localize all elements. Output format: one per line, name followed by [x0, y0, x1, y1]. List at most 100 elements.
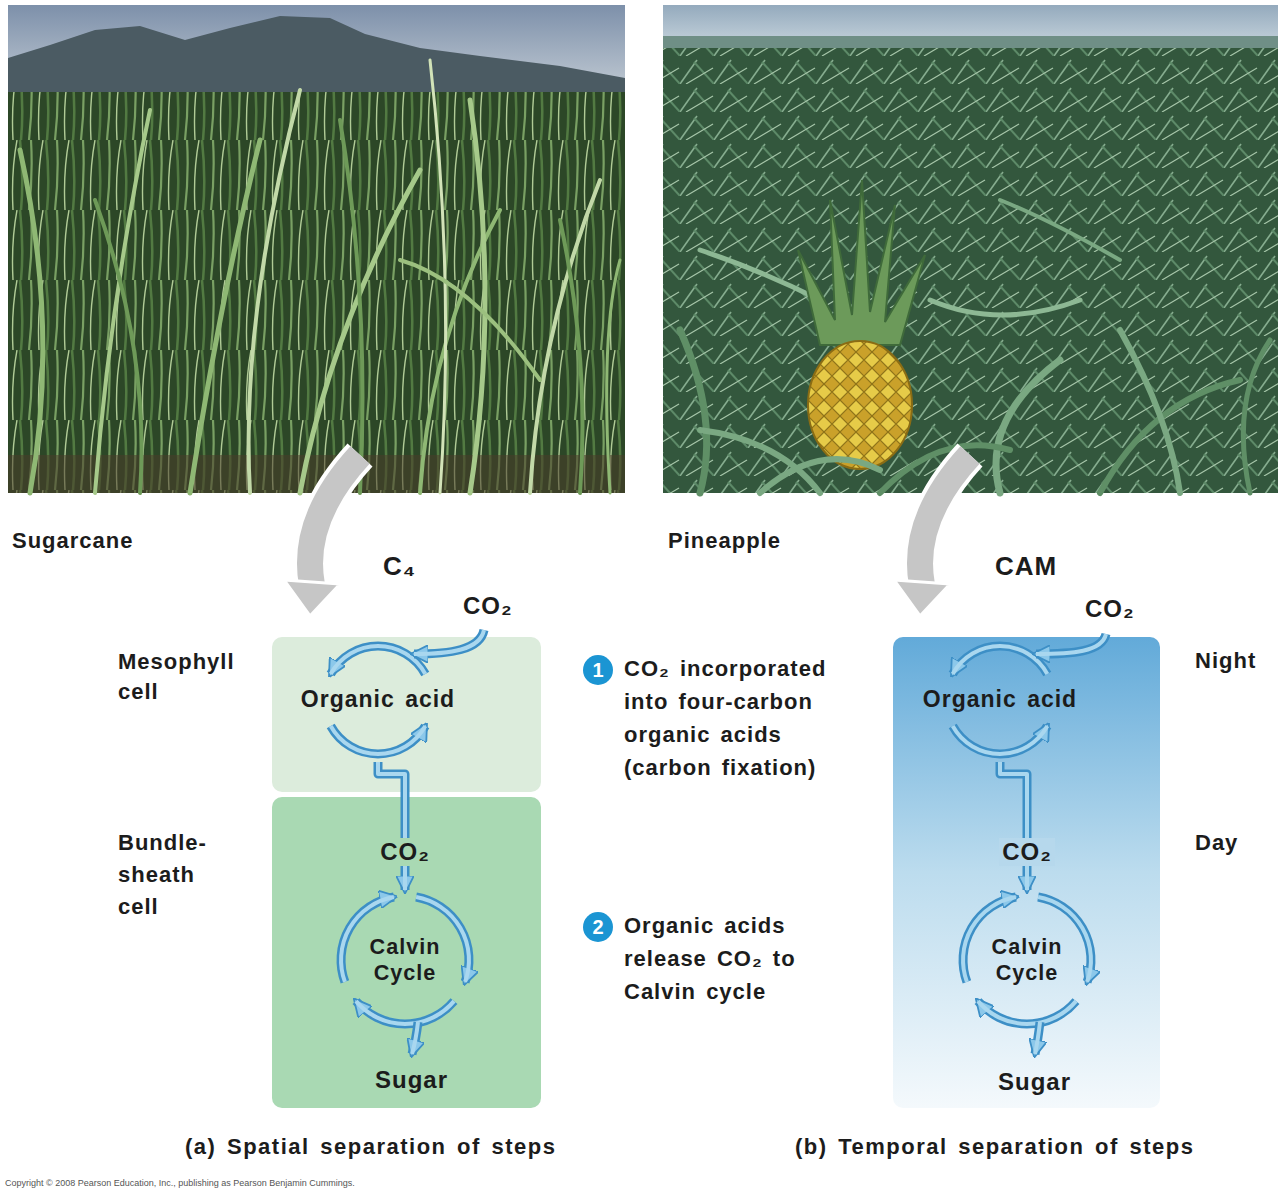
pointer-arrow: [284, 455, 970, 616]
cycle-arrow: [331, 646, 426, 674]
connector-arrow: [1000, 762, 1027, 890]
pointer-arrow: [920, 455, 970, 585]
cell-label: Mesophyll cell: [118, 647, 248, 706]
co2-inflow-arrow: [414, 630, 484, 654]
sugarcane-photo: [420, 210, 500, 493]
pointer-arrow: [920, 455, 970, 585]
connector-arrow: [378, 762, 405, 890]
cycle-arrow: [356, 1001, 454, 1024]
callout-number: 1: [592, 660, 603, 680]
co2-inflow-arrow: [414, 630, 1106, 654]
mesophyll-band: Mesophyll cellOrganic acid: [272, 637, 541, 792]
plant-name: Sugarcane: [12, 528, 134, 554]
cycle-arrow: [356, 1001, 454, 1024]
connector-line: [1000, 762, 1027, 890]
sugar-outflow-arrow: [412, 1022, 418, 1054]
sugar-outflow-arrow: [412, 1022, 418, 1054]
sugarcane-photo: [249, 90, 300, 493]
pineapple-photo: [663, 5, 1278, 493]
photo-illustration: [0, 0, 1287, 620]
pineapple-photo: [798, 180, 925, 345]
copyright-note: Copyright © 2008 Pearson Education, Inc.…: [5, 1178, 355, 1189]
sugarcane-photo: [95, 200, 142, 493]
co2-inflow-arrow: [414, 630, 484, 654]
sugarcane-photo: [340, 120, 363, 493]
pineapple-photo: [808, 341, 912, 469]
cycle-ring: Calvin Cycle: [335, 890, 475, 1030]
cycle-label: Calvin Cycle: [355, 934, 455, 986]
pointer-arrow: [894, 580, 950, 616]
pointer-arrow: [310, 455, 360, 585]
cycle-label: Organic acid: [301, 686, 455, 714]
cell-label: Bundle-sheath cell: [118, 827, 218, 923]
cam-panel: NightDayOrganic acidCalvin Cycle: [893, 637, 1160, 1108]
time-label: Night: [1195, 648, 1256, 674]
pineapple-photo: [996, 360, 1060, 493]
pathway-title: CAM: [995, 551, 1057, 582]
co2-inflow-arrow: [1036, 634, 1106, 654]
pineapple-photo: [1120, 330, 1180, 493]
cycle-arrow: [953, 726, 1048, 754]
pineapple-photo: [663, 36, 1278, 50]
callout-circle: 1CO₂ incorporated into four-carbon organ…: [583, 655, 613, 685]
pineapple-photo: [1243, 340, 1270, 493]
sugarcane-photo: [8, 5, 625, 493]
cycle-arrow: [978, 1001, 1076, 1024]
connector-line: [378, 762, 405, 890]
step-description: Organic acids release CO₂ to Calvin cycl…: [624, 909, 864, 1008]
cycle-label: Calvin Cycle: [977, 934, 1077, 986]
connector-line: [1000, 762, 1027, 890]
cycle-arrow: [978, 1001, 1076, 1024]
edge-label: CO₂: [999, 838, 1055, 867]
step-description: CO₂ incorporated into four-carbon organi…: [624, 652, 864, 784]
cycle-ring: Calvin Cycle: [957, 890, 1097, 1030]
molecule-label: CO₂: [463, 592, 513, 621]
cycle-arrow: [953, 646, 1048, 674]
pineapple-photo: [680, 330, 707, 493]
pineapple-photo: [1000, 200, 1120, 260]
sugarcane-photo: [560, 220, 583, 493]
pointer-arrow: [310, 455, 360, 585]
pineapple-photo: [680, 200, 1270, 493]
cycle-arrow: [953, 726, 1048, 754]
pineapple-photo: [663, 5, 1278, 493]
time-label: Day: [1195, 830, 1238, 856]
cycle-arrow: [331, 726, 426, 754]
sugar-outflow-arrow: [412, 1022, 1040, 1054]
product-label: Sugar: [375, 1066, 448, 1095]
molecule-label: CO₂: [1085, 595, 1135, 624]
co2-inflow-arrow: [1036, 634, 1106, 654]
cycle-arrow: [331, 726, 426, 754]
cycle-arrow: [331, 646, 426, 674]
panel-caption: (a) Spatial separation of steps: [185, 1134, 556, 1160]
sugar-outflow-arrow: [1035, 1022, 1040, 1054]
sugarcane-photo: [400, 260, 540, 380]
product-label: Sugar: [998, 1068, 1071, 1097]
sugarcane-photo: [607, 260, 620, 493]
sugarcane-photo: [8, 92, 625, 493]
sugarcane-photo: [20, 150, 43, 493]
sugarcane-photo: [20, 60, 620, 493]
panel-caption: (b) Temporal separation of steps: [795, 1134, 1194, 1160]
pointer-arrow: [284, 580, 340, 616]
pineapple-photo: [760, 459, 880, 493]
cycle-ring: Organic acid: [278, 638, 478, 762]
cycle-ring: Organic acid: [900, 638, 1100, 762]
edge-label: CO₂: [377, 838, 433, 867]
sugarcane-photo: [530, 180, 600, 493]
sugarcane-photo: [470, 100, 485, 493]
plant-name: Pineapple: [668, 528, 781, 554]
pineapple-photo: [930, 300, 1080, 315]
sugarcane-photo: [95, 110, 150, 493]
pineapple-photo: [700, 430, 820, 493]
connector-line: [378, 762, 405, 890]
sugarcane-photo: [8, 5, 625, 493]
callout-number: 2: [592, 917, 603, 937]
cycle-arrow: [953, 646, 1048, 674]
sugar-outflow-arrow: [1035, 1022, 1040, 1054]
cycle-label: Organic acid: [923, 686, 1077, 714]
pineapple-photo: [663, 48, 1278, 493]
pathway-title: C₄: [383, 551, 416, 582]
callout-circle: 2Organic acids release CO₂ to Calvin cyc…: [583, 912, 613, 942]
